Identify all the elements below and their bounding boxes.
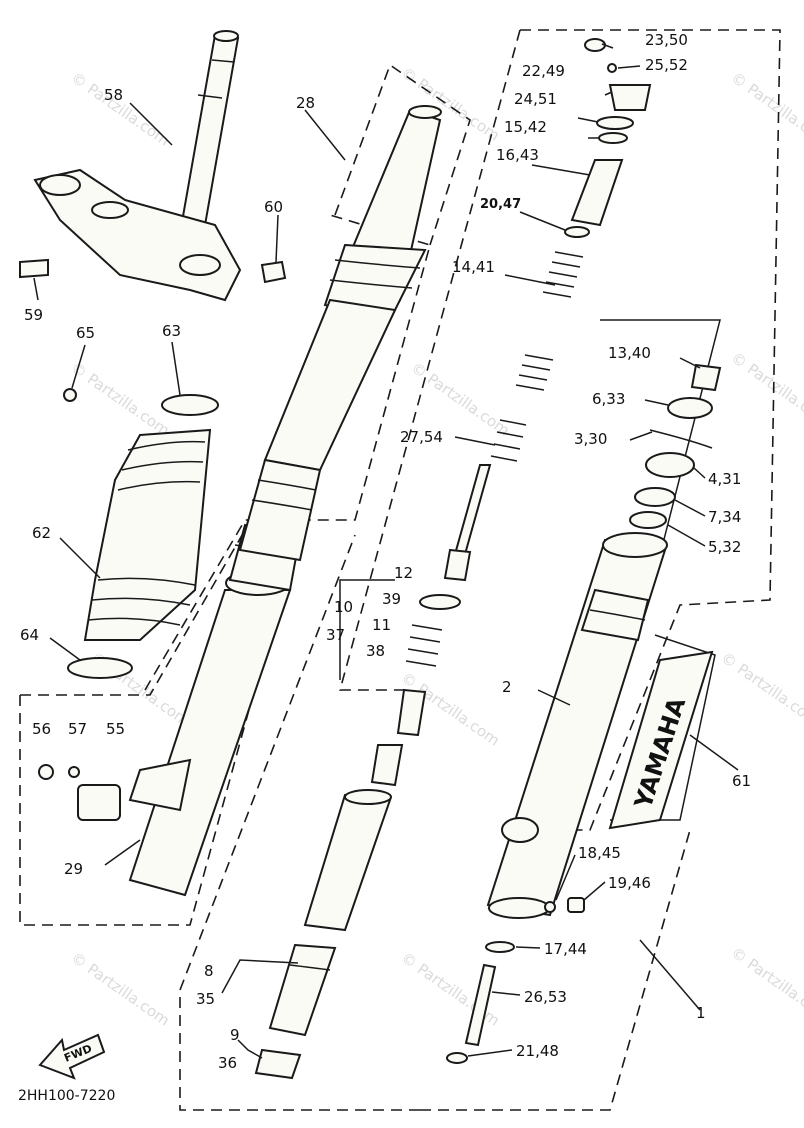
callout-7-34: 7,34: [708, 508, 741, 526]
callout-57: 57: [68, 720, 87, 738]
callout-36: 36: [218, 1054, 237, 1072]
callout-58: 58: [104, 86, 123, 104]
callout-8: 8: [204, 962, 214, 980]
callout-15-42: 15,42: [504, 118, 547, 136]
callout-23-50: 23,50: [645, 31, 688, 49]
callout-18-45: 18,45: [578, 844, 621, 862]
callout-14-41: 14,41: [452, 258, 495, 276]
leader-lines: [33, 43, 739, 1059]
cap-bolt-stack: [564, 38, 652, 238]
callout-1: 1: [696, 1004, 706, 1022]
callout-12: 12: [394, 564, 413, 582]
callout-27-54: 27,54: [400, 428, 443, 446]
callout-4-31: 4,31: [708, 470, 741, 488]
callout-labels: 58 28 60 59 65 63 62 64 56 57 55 29 23,5…: [20, 31, 751, 1072]
assembly-outlines: [19, 29, 781, 1111]
callout-24-51: 24,51: [514, 90, 557, 108]
callout-19-46: 19,46: [608, 874, 651, 892]
inner-parts: [370, 594, 461, 787]
watermark: © Partzilla.com: [68, 949, 173, 1030]
watermark: © Partzilla.com: [68, 69, 173, 150]
fork-boot-upper-left: [63, 388, 219, 679]
callout-37: 37: [326, 626, 345, 644]
callout-2: 2: [502, 678, 512, 696]
callout-61: 61: [732, 772, 751, 790]
callout-39: 39: [382, 590, 401, 608]
watermark: © Partzilla.com: [718, 649, 804, 730]
callout-26-53: 26,53: [524, 988, 567, 1006]
callout-22-49: 22,49: [522, 62, 565, 80]
watermark: © Partzilla.com: [728, 944, 804, 1025]
callout-38: 38: [366, 642, 385, 660]
callout-25-52: 25,52: [645, 56, 688, 74]
callout-10: 10: [334, 598, 353, 616]
callout-16-43: 16,43: [496, 146, 539, 164]
callout-59: 59: [24, 306, 43, 324]
outer-tube-right: [486, 532, 668, 919]
callout-35: 35: [196, 990, 215, 1008]
callout-29: 29: [64, 860, 83, 878]
lower-slider: [254, 789, 392, 1080]
steering-stem: [19, 30, 287, 302]
watermark: © Partzilla.com: [728, 69, 804, 150]
axle-parts: [446, 897, 585, 1064]
fork-tube-28: [238, 105, 442, 562]
fwd-arrow: FWD: [38, 1033, 106, 1080]
seal-stack: [629, 363, 722, 529]
callout-17-44: 17,44: [544, 940, 587, 958]
callout-65: 65: [76, 324, 95, 342]
callout-11: 11: [372, 616, 391, 634]
callout-64: 64: [20, 626, 39, 644]
watermark: © Partzilla.com: [728, 349, 804, 430]
callout-6-33: 6,33: [592, 390, 625, 408]
watermark: © Partzilla.com: [68, 359, 173, 440]
callout-63: 63: [162, 322, 181, 340]
callout-21-48: 21,48: [516, 1042, 559, 1060]
callout-60: 60: [264, 198, 283, 216]
callout-5-32: 5,32: [708, 538, 741, 556]
callout-55: 55: [106, 720, 125, 738]
diagram-code: 2HH100-7220: [18, 1088, 115, 1104]
fork-springs: [443, 251, 584, 582]
callout-13-40: 13,40: [608, 344, 651, 362]
callout-56: 56: [32, 720, 51, 738]
callout-20-47: 20,47: [480, 197, 521, 212]
callout-3-30: 3,30: [574, 430, 607, 448]
callout-62: 62: [32, 524, 51, 542]
callout-9: 9: [230, 1026, 240, 1044]
callout-28: 28: [296, 94, 315, 112]
